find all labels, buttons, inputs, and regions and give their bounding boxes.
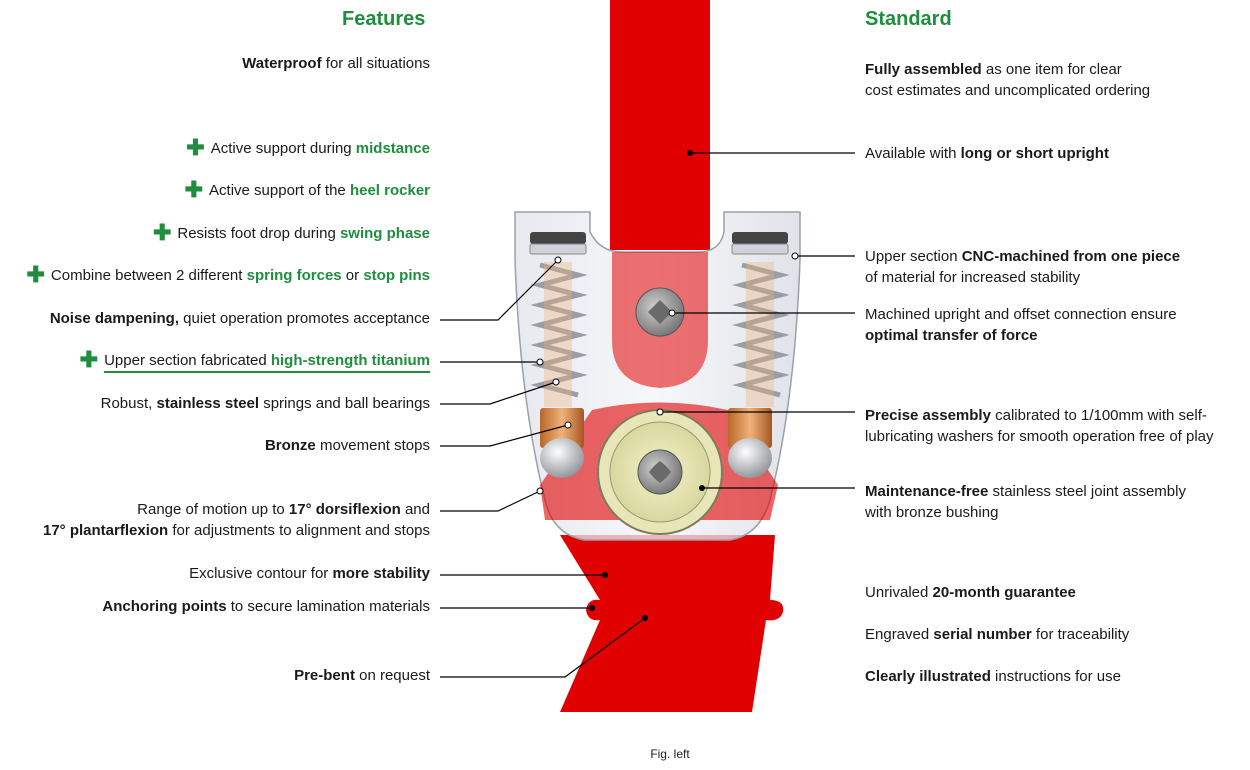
feature-heel-rocker: ✚Active support of the heel rocker xyxy=(184,177,430,202)
standard-cnc: Upper section CNC-machined from one piec… xyxy=(865,248,1181,286)
right-spring xyxy=(728,232,790,478)
upper-upright xyxy=(610,0,710,250)
feature-anchor: Anchoring points to secure lamination ma… xyxy=(102,598,430,615)
plus-icon: ✚ xyxy=(186,135,205,160)
figure-caption: Fig. left xyxy=(650,747,690,761)
right-leader-lines xyxy=(660,152,855,489)
feature-combine: ✚Combine between 2 different spring forc… xyxy=(26,262,430,287)
feature-waterproof: Waterproof for all situations xyxy=(242,55,430,72)
plus-icon: ✚ xyxy=(26,262,45,287)
feature-prebent: Pre-bent on request xyxy=(294,667,430,684)
lower-bar xyxy=(560,535,784,712)
feature-noise: Noise dampening, quiet operation promote… xyxy=(49,310,430,327)
plus-icon: ✚ xyxy=(152,220,172,245)
plus-icon: ✚ xyxy=(79,347,99,372)
standard-maintenance: Maintenance-free stainless steel joint a… xyxy=(865,483,1186,521)
standard-upright: Available with long or short upright xyxy=(865,145,1109,162)
standard-serial: Engraved serial number for traceability xyxy=(865,626,1130,643)
feature-bronze: Bronze movement stops xyxy=(264,437,430,454)
feature-swing-phase: ✚Resists foot drop during swing phase xyxy=(152,220,430,245)
right-leader-dots-light xyxy=(656,252,799,416)
standard-machined: Machined upright and offset connection e… xyxy=(865,306,1177,344)
right-leader-dots xyxy=(687,150,705,491)
feature-robust: Robust, stainless steel springs and ball… xyxy=(100,395,430,412)
features-heading: Features xyxy=(342,8,426,30)
standard-guarantee: Unrivaled 20-month guarantee xyxy=(865,584,1076,601)
feature-midstance: ✚Active support during midstance xyxy=(186,135,430,160)
feature-range: Range of motion up to 17° dorsiflexion a… xyxy=(42,501,430,539)
plus-icon: ✚ xyxy=(184,177,204,202)
feature-titanium: ✚Upper section fabricated high-strength … xyxy=(79,347,430,373)
left-leader-lines xyxy=(440,259,646,678)
feature-contour: Exclusive contour for more stability xyxy=(189,565,430,582)
left-leader-dots-dark xyxy=(589,572,648,621)
left-leader-dots xyxy=(536,256,572,495)
standard-illustrated: Clearly illustrated instructions for use xyxy=(865,668,1121,685)
standard-heading: Standard xyxy=(865,8,952,30)
standard-precise: Precise assembly calibrated to 1/100mm w… xyxy=(865,407,1214,445)
